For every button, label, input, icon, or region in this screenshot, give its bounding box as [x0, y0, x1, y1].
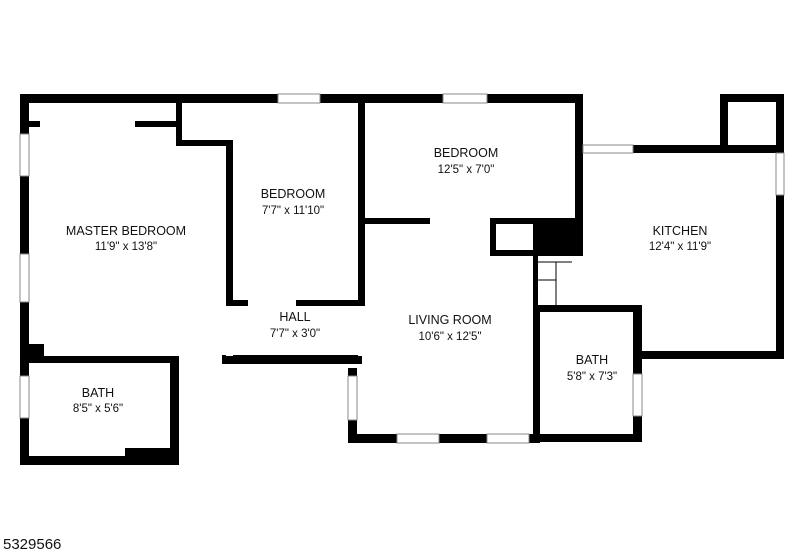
door-swing-lines: [538, 261, 572, 305]
room-labels: MASTER BEDROOM 11'9" x 13'8" BEDROOM 7'7…: [66, 146, 711, 415]
kitchen-dims: 12'4" x 11'9": [649, 241, 711, 253]
bedroom-1-dims: 7'7" x 11'10": [262, 205, 324, 217]
bath-2-dims: 5'8" x 7'3": [567, 371, 617, 383]
hall-name: HALL: [279, 310, 310, 324]
listing-id: 5329566: [3, 536, 62, 553]
bedroom-2-dims: 12'5" x 7'0": [438, 164, 495, 176]
bedroom-1-name: BEDROOM: [261, 187, 326, 201]
bath-2-name: BATH: [576, 353, 608, 367]
walls: [20, 94, 784, 465]
kitchen-name: KITCHEN: [653, 224, 708, 238]
master-bedroom-dims: 11'9" x 13'8": [95, 241, 157, 253]
bath-1-name: BATH: [82, 386, 114, 400]
bath-1-dims: 8'5" x 5'6": [73, 403, 123, 415]
master-bedroom-name: MASTER BEDROOM: [66, 224, 186, 238]
windows: [19, 93, 785, 444]
bedroom-2-name: BEDROOM: [434, 146, 499, 160]
hall-dims: 7'7" x 3'0": [270, 328, 320, 340]
door-gaps: [40, 121, 490, 356]
living-room-dims: 10'6" x 12'5": [418, 331, 481, 343]
living-room-name: LIVING ROOM: [408, 313, 491, 327]
